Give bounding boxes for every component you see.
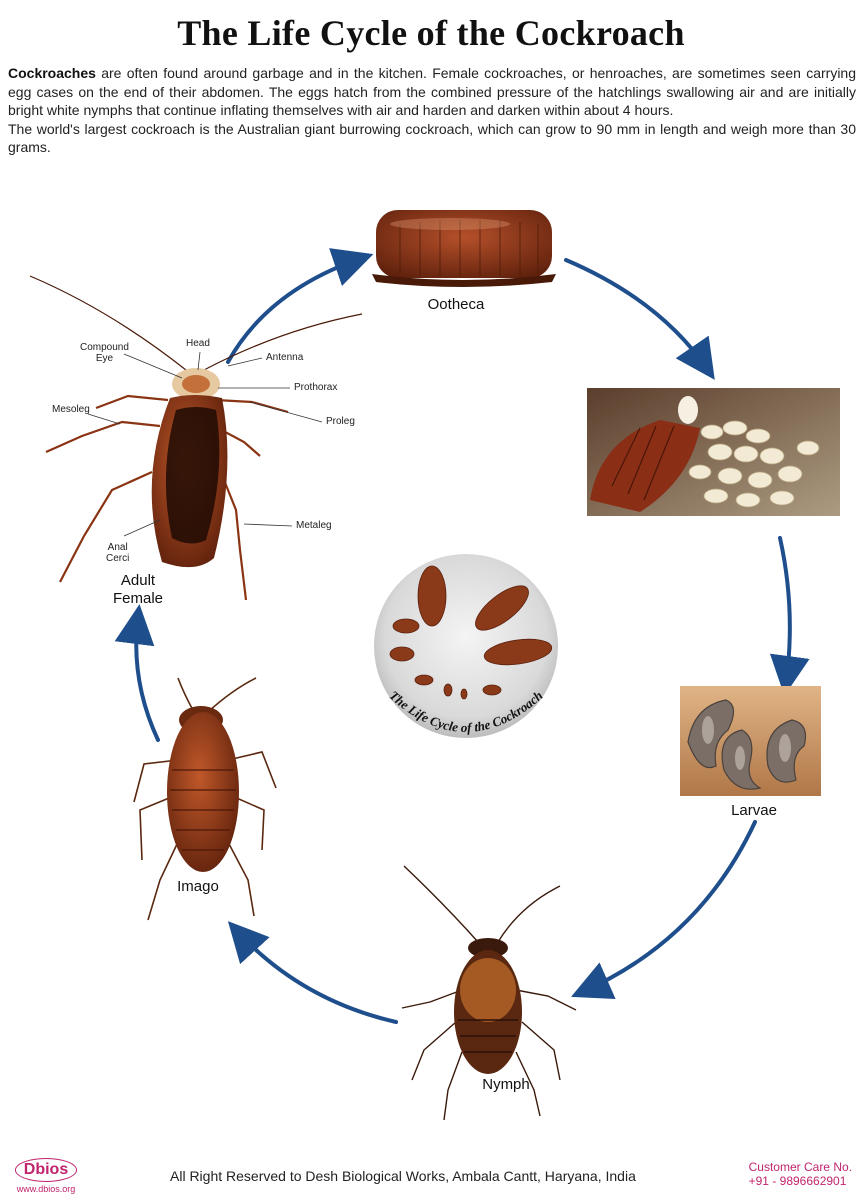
brand-url: www.dbios.org [16,1184,76,1194]
part-leader-lines [87,351,323,537]
intro-paragraph-1: Cockroaches are often found around garba… [8,64,856,120]
intro-lead: Cockroaches [8,65,96,81]
page-title: The Life Cycle of the Cockroach [177,13,685,53]
rights-text: All Right Reserved to Desh Biological Wo… [170,1168,636,1184]
cycle-arrows [114,248,810,1024]
arrow-ootheca-to-hatch [564,258,715,380]
label-prothorax: Prothorax [294,382,338,393]
brand-block: Dbios www.dbios.org [10,1158,82,1194]
intro-p1-rest: are often found around garbage and in th… [8,65,856,118]
nymph-image [401,865,577,1121]
larvae-image [680,686,821,796]
label-mesoleg: Mesoleg [52,404,90,415]
label-larvae: Larvae [731,802,777,819]
intro-text: Cockroaches are often found around garba… [8,64,856,157]
center-emblem: The Life Cycle of the Cockroach [374,554,558,738]
label-anal-cerci: Anal Cerci [106,542,130,564]
hatching-image [587,388,840,516]
label-head: Head [186,338,210,349]
intro-paragraph-2: The world's largest cockroach is the Aus… [8,120,856,156]
label-antenna: Antenna [266,352,304,363]
label-nymph: Nymph [482,1076,530,1093]
label-imago: Imago [177,878,219,895]
brand-logo: Dbios [14,1158,78,1182]
label-adult-line1: Adult [120,572,156,589]
customer-care: Customer Care No. +91 - 9896662901 [749,1160,852,1188]
label-proleg: Proleg [326,416,355,427]
label-compound-eye: Compound Eye [80,342,129,364]
footer: Dbios www.dbios.org All Right Reserved t… [0,1150,862,1200]
arrow-nymph-to-imago [227,921,398,1024]
label-adult-female: Adult Female [88,572,188,608]
life-cycle-svg: The Life Cycle of the Cockroach [29,210,840,1121]
arrow-imago-to-adult [114,604,160,742]
arrow-adult-to-ootheca [226,248,374,364]
imago-image [133,677,277,921]
care-phone: +91 - 9896662901 [748,1174,847,1188]
label-adult-line2: Female [112,590,164,607]
life-cycle-diagram: The Life Cycle of the Cockroach Ootheca … [0,190,862,1150]
arrow-larvae-to-nymph [571,820,757,999]
adult-female-image [29,275,363,601]
label-metaleg: Metaleg [296,520,332,531]
ootheca-image [372,210,556,287]
care-label: Customer Care No. [748,1160,852,1174]
label-ootheca: Ootheca [427,296,485,313]
arrow-hatch-to-larvae [769,536,810,696]
